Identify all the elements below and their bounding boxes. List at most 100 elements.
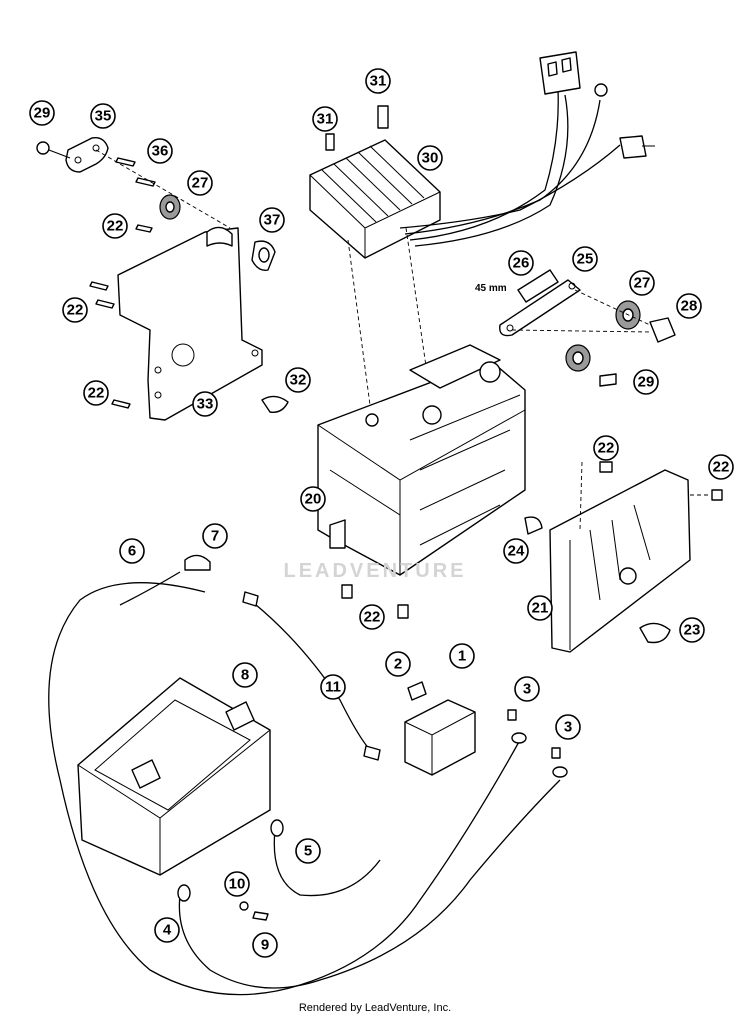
callout-30: 30 <box>417 145 443 171</box>
callout-number: 36 <box>152 143 169 160</box>
callout-circle <box>62 297 88 323</box>
callout-circle <box>90 103 116 129</box>
callout-33: 33 <box>192 391 218 417</box>
callout-22: 22 <box>708 454 734 480</box>
starter-relay <box>239 681 561 921</box>
callout-22: 22 <box>359 604 385 630</box>
callout-circle <box>449 643 475 669</box>
callout-number: 3 <box>564 719 572 736</box>
callout-6: 6 <box>119 538 145 564</box>
battery-cover <box>524 461 723 653</box>
callout-1: 1 <box>449 643 475 669</box>
callout-number: 37 <box>264 212 281 229</box>
callout-circle <box>29 100 55 126</box>
callout-32: 32 <box>285 367 311 393</box>
callout-circle <box>252 932 278 958</box>
callout-circle <box>295 838 321 864</box>
callout-number: 31 <box>317 111 334 128</box>
callout-9: 9 <box>252 932 278 958</box>
callout-number: 10 <box>229 876 246 893</box>
callout-number: 11 <box>325 679 341 696</box>
callout-28: 28 <box>676 293 702 319</box>
callout-4: 4 <box>154 917 180 943</box>
callout-26: 26 <box>508 250 534 276</box>
callout-31: 31 <box>365 68 391 94</box>
callout-circle <box>417 145 443 171</box>
callout-number: 6 <box>128 543 136 560</box>
callout-8: 8 <box>232 662 258 688</box>
callout-number: 31 <box>370 73 387 90</box>
callout-circle <box>629 270 655 296</box>
callout-27: 27 <box>187 170 213 196</box>
callout-circle <box>192 391 218 417</box>
callout-29: 29 <box>29 100 55 126</box>
callout-number: 27 <box>192 175 209 192</box>
callout-number: 32 <box>290 372 307 389</box>
callout-number: 23 <box>684 622 701 639</box>
callout-25: 25 <box>572 246 598 272</box>
callout-circle <box>359 604 385 630</box>
callout-24: 24 <box>503 538 529 564</box>
bracket-plate-35 <box>65 137 109 173</box>
battery-strap <box>499 269 676 387</box>
callout-number: 30 <box>422 150 439 167</box>
callout-number: 24 <box>508 543 525 560</box>
callout-number: 9 <box>261 937 269 954</box>
callout-circle <box>312 106 338 132</box>
callout-number: 26 <box>513 255 530 272</box>
callout-35: 35 <box>90 103 116 129</box>
tray-screws <box>341 584 409 619</box>
footer-credit: Rendered by LeadVenture, Inc. <box>298 1002 452 1014</box>
callout-circle <box>119 538 145 564</box>
callout-2: 2 <box>385 651 411 677</box>
callout-number: 3 <box>523 681 531 698</box>
callout-number: 4 <box>163 922 172 939</box>
callout-circle <box>147 138 173 164</box>
callout-number: 7 <box>211 528 219 545</box>
callout-number: 22 <box>598 440 615 457</box>
callout-number: 1 <box>458 648 466 665</box>
callout-number: 21 <box>532 600 549 617</box>
callout-22: 22 <box>102 213 128 239</box>
callout-3: 3 <box>555 714 581 740</box>
callout-20: 20 <box>300 486 326 512</box>
watermark: LEADVENTURE <box>283 560 467 582</box>
callout-circle <box>514 676 540 702</box>
mounting-bracket <box>117 226 263 421</box>
callout-11: 11 <box>320 674 346 700</box>
callout-number: 5 <box>304 843 312 860</box>
callout-10: 10 <box>224 871 250 897</box>
callout-number: 29 <box>638 374 655 391</box>
callout-37: 37 <box>259 207 285 233</box>
callout-number: 8 <box>241 667 249 684</box>
callout-number: 22 <box>107 218 124 235</box>
cables <box>48 554 568 996</box>
callout-circle <box>503 538 529 564</box>
callout-circle <box>676 293 702 319</box>
callout-22: 22 <box>62 297 88 323</box>
callout-29: 29 <box>633 369 659 395</box>
callout-23: 23 <box>679 617 705 643</box>
callout-number: 28 <box>681 298 698 315</box>
callout-circle <box>633 369 659 395</box>
callout-27: 27 <box>629 270 655 296</box>
callout-number: 22 <box>67 302 84 319</box>
callout-circle <box>83 380 109 406</box>
callout-circle <box>555 714 581 740</box>
callout-number: 27 <box>634 275 651 292</box>
battery-tray <box>317 344 526 576</box>
callout-22: 22 <box>593 435 619 461</box>
callout-number: 22 <box>88 385 105 402</box>
callout-number: 25 <box>577 251 594 268</box>
callout-number: 20 <box>305 491 322 508</box>
dimension-label: 45 mm <box>475 283 507 294</box>
callout-circle <box>285 367 311 393</box>
callout-number: 2 <box>394 656 402 673</box>
callout-circle <box>593 435 619 461</box>
callout-number: 22 <box>713 459 730 476</box>
callout-circle <box>300 486 326 512</box>
callout-circle <box>259 207 285 233</box>
callout-circle <box>154 917 180 943</box>
